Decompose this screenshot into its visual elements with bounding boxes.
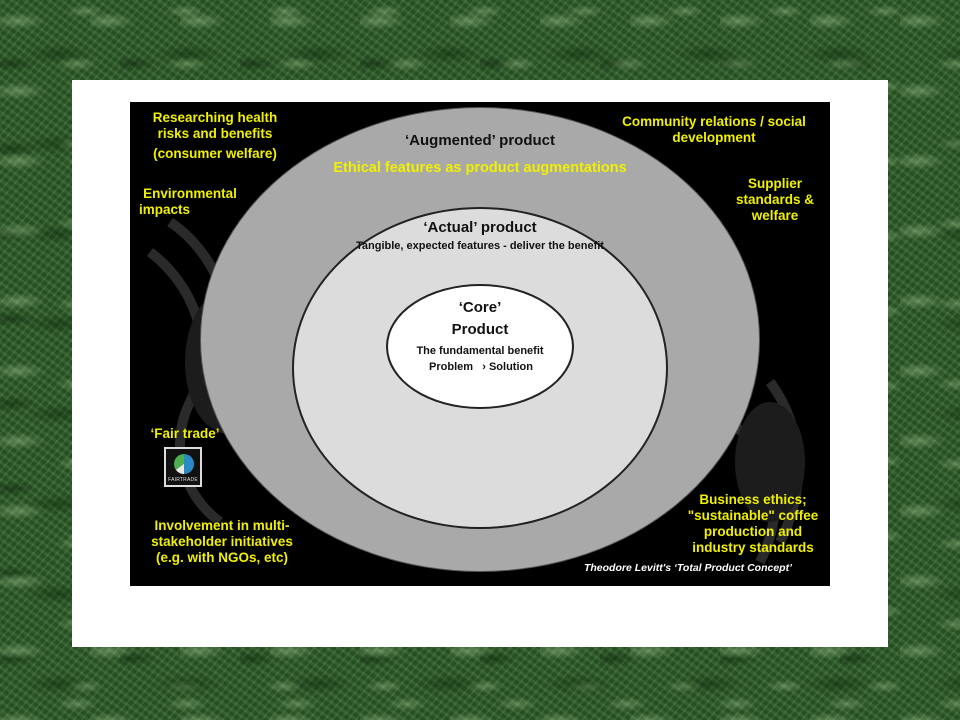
problem-text: Problem <box>429 361 474 373</box>
total-product-concept-diagram: ‘Augmented’ product Ethical features as … <box>130 102 830 586</box>
augmented-subtitle: Ethical features as product augmentation… <box>333 160 627 176</box>
core-problem-solution: Problem › Solution <box>416 361 546 373</box>
slide: ‘Augmented’ product Ethical features as … <box>72 80 888 647</box>
label-multi-stakeholder: Involvement in multi- stakeholder initia… <box>151 518 293 565</box>
actual-subtitle: Tangible, expected features - deliver th… <box>356 240 604 252</box>
core-product-ring <box>386 284 574 409</box>
arrow-icon: › <box>482 361 486 373</box>
label-fair-trade: ‘Fair trade’ <box>150 426 220 441</box>
label-community-relations: Community relations / social development <box>622 114 806 145</box>
label-researching-health: Researching health risks and benefits (c… <box>152 110 278 161</box>
fairtrade-logo: FAIRTRADE <box>164 447 202 487</box>
core-benefit: The fundamental benefit <box>416 345 544 357</box>
diagram-credit: Theodore Levitt's ‘Total Product Concept… <box>583 562 793 574</box>
core-product-label: Product <box>451 321 509 338</box>
solution-text: Solution <box>488 361 533 373</box>
fairtrade-mark-icon <box>174 454 194 474</box>
actual-title: ‘Actual’ product <box>423 219 537 236</box>
label-environmental-impacts: Environmental impacts <box>139 186 237 217</box>
label-business-ethics: Business ethics; "sustainable" coffee pr… <box>687 492 819 555</box>
core-title: ‘Core’ <box>458 299 502 316</box>
fairtrade-logo-text: FAIRTRADE <box>168 477 198 483</box>
augmented-title: ‘Augmented’ product <box>405 132 555 149</box>
label-supplier-standards: Supplier standards & welfare <box>735 176 815 223</box>
